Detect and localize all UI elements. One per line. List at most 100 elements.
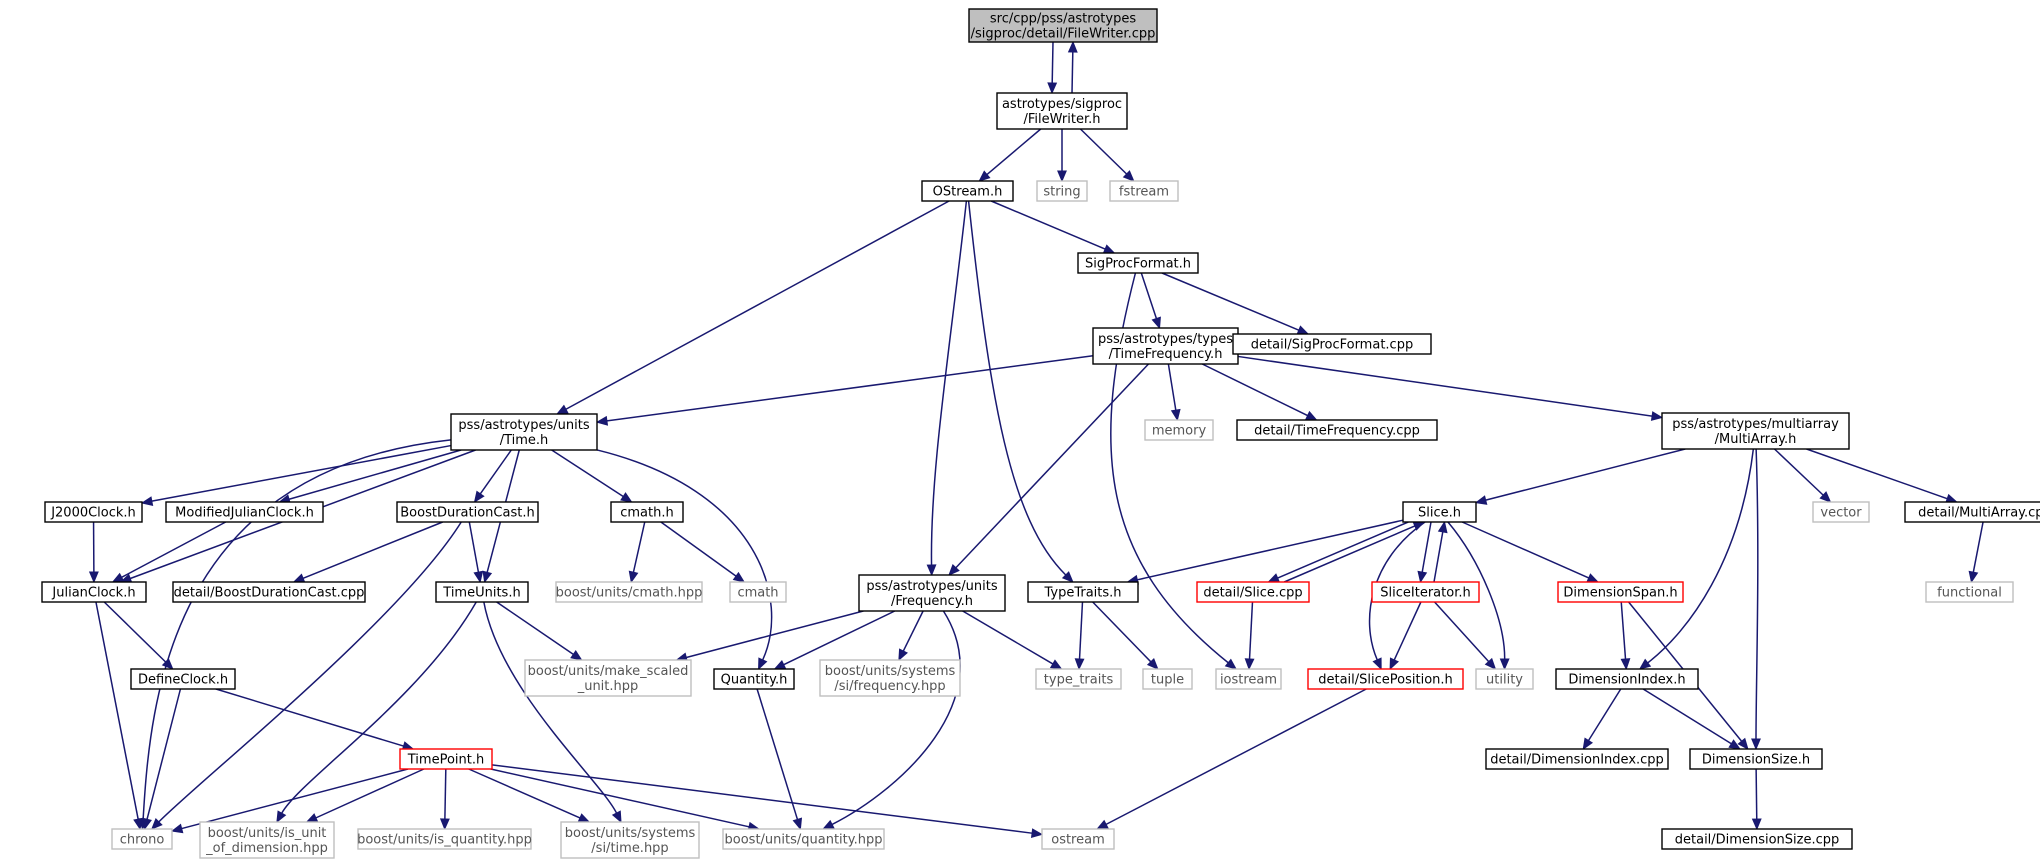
node-timepoint-h[interactable]: TimePoint.h [399, 748, 493, 770]
node-frequency-h[interactable]: pss/astrotypes/units/Frequency.h [858, 574, 1006, 612]
arrowhead [822, 819, 835, 830]
node-timefrequency-h[interactable]: pss/astrotypes/types/TimeFrequency.h [1092, 327, 1239, 365]
edge-multiarray-h-to-dimensionsize-h [1751, 448, 1761, 751]
node-typetraits-h[interactable]: TypeTraits.h [1027, 581, 1139, 603]
edge-filewriter-h-to-filewriter-cpp [1067, 40, 1078, 94]
node-iostream[interactable]: iostream [1215, 668, 1282, 690]
arrowhead [926, 564, 937, 577]
node-dimensionindex-h[interactable]: DimensionIndex.h [1555, 668, 1699, 690]
node-slice-h[interactable]: Slice.h [1402, 501, 1477, 523]
edge-dimensionsize-h-to-dimensionsize-cpp [1751, 768, 1762, 831]
edge-sliceiterator-h-to-slice-h [1433, 520, 1448, 583]
node-box [722, 828, 885, 850]
node-dimensionindex-cpp[interactable]: detail/DimensionIndex.cpp [1485, 748, 1669, 770]
edge-line [444, 768, 447, 820]
edge-line [151, 444, 452, 502]
node-dimensionspan-h[interactable]: DimensionSpan.h [1557, 581, 1684, 603]
node-julianclock-h[interactable]: JulianClock.h [41, 581, 147, 603]
arrowhead [1057, 170, 1067, 183]
edge-line [902, 610, 924, 652]
edge-line [496, 601, 574, 655]
edge-boostdurationcast-h-to-chrono [150, 521, 462, 830]
node-cmath[interactable]: cmath [729, 581, 787, 603]
node-ostream[interactable]: ostream [1041, 828, 1115, 850]
node-boost-cmath-hpp[interactable]: boost/units/cmath.hpp [555, 581, 703, 603]
node-label: OStream.h [933, 185, 1003, 200]
node-dimensionsize-h[interactable]: DimensionSize.h [1689, 748, 1823, 770]
edge-line [1485, 448, 1686, 501]
arrowhead [482, 570, 493, 584]
edge-line [1167, 363, 1177, 411]
nodes-layer: src/cpp/pss/astrotypes/sigproc/detail/Fi… [41, 8, 2040, 859]
node-filewriter-h[interactable]: astrotypes/sigproc/FileWriter.h [996, 92, 1128, 130]
node-string[interactable]: string [1036, 180, 1088, 202]
node-slice-cpp[interactable]: detail/Slice.cpp [1196, 581, 1310, 603]
node-time-h[interactable]: pss/astrotypes/units/Time.h [450, 413, 598, 451]
node-j2000clock-h[interactable]: J2000Clock.h [44, 501, 143, 523]
node-box [713, 668, 795, 690]
node-sigprocformat-h[interactable]: SigProcFormat.h [1077, 252, 1199, 274]
node-box [1036, 180, 1088, 202]
node-quantity-hpp[interactable]: boost/units/quantity.hpp [722, 828, 885, 850]
node-label: src/cpp/pss/astrotypes [990, 12, 1136, 27]
node-multiarray-h[interactable]: pss/astrotypes/multiarray/MultiArray.h [1661, 412, 1850, 450]
arrowhead [1049, 659, 1063, 670]
arrowhead [1586, 573, 1600, 583]
node-cmath-h[interactable]: cmath.h [610, 501, 684, 523]
node-tuple[interactable]: tuple [1142, 668, 1193, 690]
node-label: DimensionSize.h [1702, 753, 1810, 768]
node-label: DimensionSpan.h [1563, 586, 1677, 601]
node-label: TimePoint.h [407, 753, 484, 768]
edge-multiarray-h-to-vector [1773, 448, 1832, 503]
edge-time-h-to-j2000clock-h [140, 444, 452, 506]
node-functional[interactable]: functional [1925, 581, 2014, 603]
arrowhead [1030, 828, 1044, 839]
node-label: /si/time.hpp [591, 841, 668, 856]
node-dimensionsize-cpp[interactable]: detail/DimensionSize.cpp [1661, 828, 1853, 850]
node-boostdurationcast-cpp[interactable]: detail/BoostDurationCast.cpp [172, 581, 366, 603]
node-label: cmath [737, 586, 778, 601]
arrowhead [1067, 40, 1078, 53]
arrowhead [1061, 571, 1074, 583]
edge-line [831, 610, 961, 826]
edge-line [1393, 601, 1422, 661]
edge-line [302, 521, 443, 579]
node-fstream[interactable]: fstream [1109, 180, 1179, 202]
node-memory[interactable]: memory [1144, 419, 1214, 441]
node-label: vector [1820, 506, 1862, 521]
node-modifiedjulianclock-h[interactable]: ModifiedJulianClock.h [165, 501, 324, 523]
node-box [111, 828, 173, 850]
node-ostream-h[interactable]: OStream.h [921, 180, 1014, 202]
node-filewriter-cpp[interactable]: src/cpp/pss/astrotypes/sigproc/detail/Fi… [968, 8, 1158, 43]
node-si-frequency-hpp[interactable]: boost/units/systems/si/frequency.hpp [819, 659, 961, 697]
edge-cmath-h-to-cmath [660, 521, 746, 583]
node-chrono[interactable]: chrono [111, 828, 173, 850]
edge-frequency-h-to-make-scaled-unit-hpp [675, 610, 864, 663]
node-sliceposition-h[interactable]: detail/SlicePosition.h [1307, 668, 1464, 690]
node-make-scaled-unit-hpp[interactable]: boost/units/make_scaled_unit.hpp [524, 659, 692, 697]
edge-time-h-to-modifiedjulianclock-h [278, 449, 462, 504]
node-box [1557, 581, 1684, 603]
edge-sigprocformat-h-to-timefrequency-h [1140, 272, 1161, 330]
node-is-quantity-hpp[interactable]: boost/units/is_quantity.hpp [357, 828, 532, 850]
node-defineclock-h[interactable]: DefineClock.h [130, 668, 236, 690]
node-multiarray-cpp[interactable]: detail/MultiArray.cpp [1904, 501, 2040, 523]
edge-dimensionspan-h-to-dimensionindex-h [1620, 601, 1631, 671]
node-utility[interactable]: utility [1475, 668, 1534, 690]
node-is-unit-of-dimension-hpp[interactable]: boost/units/is_unit_of_dimension.hpp [199, 821, 335, 859]
edge-timefrequency-h-to-time-h [595, 354, 1094, 426]
node-label: boost/units/make_scaled [528, 664, 689, 679]
node-quantity-h[interactable]: Quantity.h [713, 668, 795, 690]
node-vector[interactable]: vector [1812, 501, 1870, 523]
node-timeunits-h[interactable]: TimeUnits.h [435, 581, 529, 603]
edge-multiarray-h-to-slice-h [1474, 448, 1686, 505]
node-si-time-hpp[interactable]: boost/units/systems/si/time.hpp [560, 821, 700, 859]
edge-line [1078, 601, 1084, 660]
edge-line [281, 601, 477, 814]
node-timefrequency-cpp[interactable]: detail/TimeFrequency.cpp [1236, 419, 1438, 441]
node-boostdurationcast-h[interactable]: BoostDurationCast.h [396, 501, 539, 523]
node-sigprocformat-cpp[interactable]: detail/SigProcFormat.cpp [1232, 333, 1432, 355]
edge-line [158, 521, 462, 823]
node-sliceiterator-h[interactable]: SliceIterator.h [1371, 581, 1480, 603]
node-type-traits[interactable]: type_traits [1035, 668, 1122, 690]
